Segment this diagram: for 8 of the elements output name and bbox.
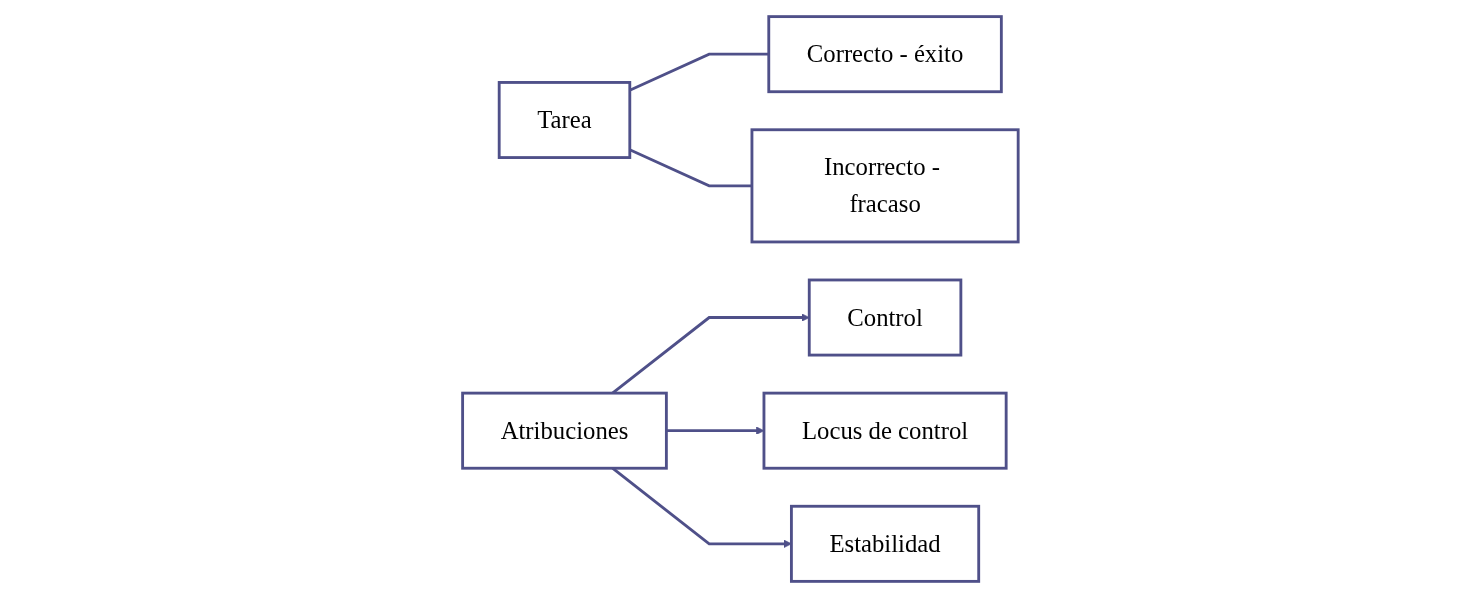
node-box: Incorrecto - fracaso [750, 128, 1020, 244]
node-box: Locus de control [762, 391, 1008, 470]
node-box: Atribuciones [460, 391, 668, 470]
node-box: Tarea [497, 81, 631, 159]
node-box: Control [807, 278, 962, 357]
arrow [666, 426, 764, 435]
node-box: Correcto - éxito [766, 15, 1003, 94]
node-box: Estabilidad [789, 504, 980, 583]
